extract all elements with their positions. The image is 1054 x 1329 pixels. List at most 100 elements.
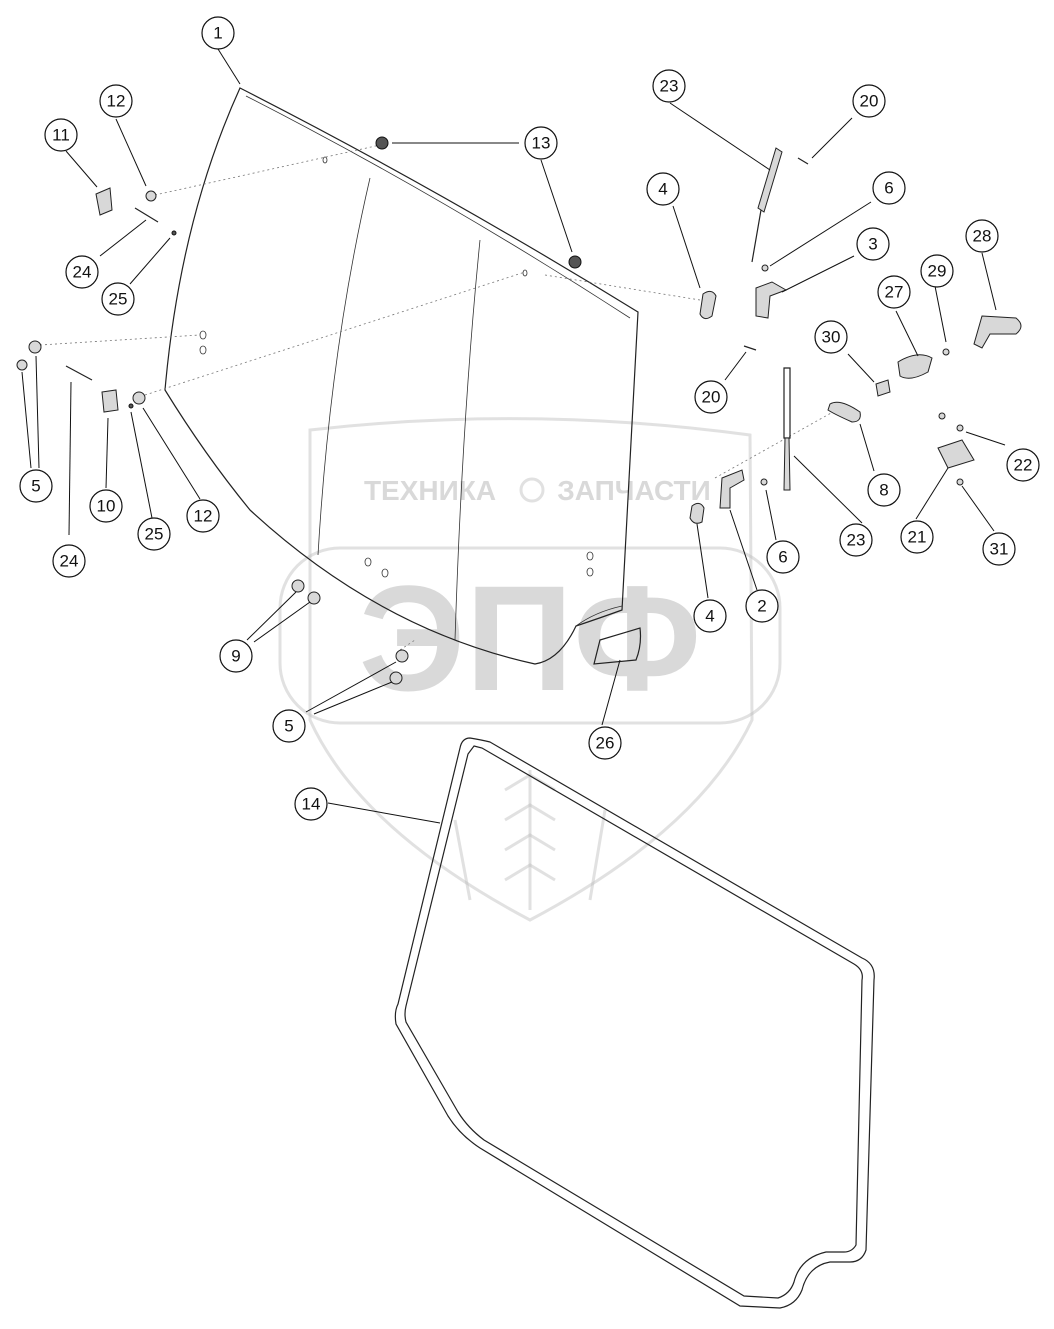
svg-text:25: 25: [145, 525, 164, 544]
svg-text:3: 3: [868, 235, 877, 254]
part-9-fasteners: [291, 579, 321, 605]
svg-text:26: 26: [596, 734, 615, 753]
part-3-hinge-bracket: [755, 281, 788, 319]
callout-6-lower: 6: [766, 540, 800, 574]
part-23-gas-strut-top: [751, 147, 783, 263]
part-31-nut: [956, 478, 964, 486]
callout-6-top: 6: [872, 171, 906, 205]
svg-text:9: 9: [231, 647, 240, 666]
callout-11: 11: [44, 118, 78, 152]
svg-text:20: 20: [702, 388, 721, 407]
part-13-grommets: [375, 136, 582, 269]
part-29-washer: [942, 348, 950, 356]
callout-22: 22: [1006, 448, 1040, 482]
svg-text:8: 8: [879, 481, 888, 500]
svg-text:6: 6: [884, 179, 893, 198]
leader-lines: [21, 48, 1006, 824]
svg-text:12: 12: [107, 92, 126, 111]
callout-23-top: 23: [652, 69, 686, 103]
callout-14: 14: [294, 787, 328, 821]
svg-text:25: 25: [109, 290, 128, 309]
part-22-screw: [938, 412, 964, 432]
callout-20-mid: 20: [694, 380, 728, 414]
svg-text:29: 29: [928, 262, 947, 281]
svg-text:13: 13: [532, 134, 551, 153]
svg-text:23: 23: [660, 77, 679, 96]
watermark-logo: ТЕХНИКА ЗАПЧАСТИ ЭПФ: [278, 417, 782, 922]
callout-5-left: 5: [19, 469, 53, 503]
svg-text:4: 4: [705, 607, 714, 626]
callout-25-top: 25: [101, 282, 135, 316]
part-11-clip: [95, 187, 113, 216]
svg-text:12: 12: [194, 507, 213, 526]
svg-text:1: 1: [213, 24, 222, 43]
part-2-hinge-bracket: [719, 469, 745, 509]
callout-29: 29: [920, 254, 954, 288]
part-5-fasteners-lower: [389, 649, 409, 685]
part-12-washer-left: [132, 391, 146, 405]
part-10-clip: [101, 389, 119, 413]
callout-24-top: 24: [65, 255, 99, 289]
part-8-plate: [827, 401, 861, 423]
part-28-handle: [973, 315, 1022, 349]
svg-text:24: 24: [60, 552, 79, 571]
callouts: 1 2 3 4 4 5 5 6 6 8 9 10 11 12 12 13 14 …: [19, 16, 1040, 821]
callout-31: 31: [982, 532, 1016, 566]
callout-26: 26: [588, 726, 622, 760]
callout-8: 8: [867, 473, 901, 507]
part-25-dot-top: [171, 230, 177, 236]
callout-30: 30: [814, 320, 848, 354]
svg-text:14: 14: [302, 795, 321, 814]
callout-25-left: 25: [137, 517, 171, 551]
part-6-fitting-lower: [760, 478, 768, 486]
svg-text:28: 28: [973, 227, 992, 246]
svg-text:10: 10: [97, 497, 116, 516]
part-20-pin-top: [797, 157, 809, 165]
svg-text:5: 5: [284, 717, 293, 736]
part-4-plate-top: [699, 290, 717, 320]
windshield-glass: [164, 87, 639, 665]
callout-20-top: 20: [852, 84, 886, 118]
svg-text:22: 22: [1014, 456, 1033, 475]
callout-27: 27: [877, 275, 911, 309]
assembly-guide-lines: [39, 144, 841, 651]
svg-text:30: 30: [822, 328, 841, 347]
watermark-logo-text: ЭПФ: [359, 554, 702, 722]
callout-13: 13: [524, 126, 558, 160]
watermark-tagline-right: ЗАПЧАСТИ: [557, 475, 710, 506]
part-5-fasteners-left: [16, 340, 42, 371]
part-20-pin-mid: [743, 345, 757, 351]
watermark-shield: [308, 417, 754, 922]
callout-4-lower: 4: [693, 599, 727, 633]
part-27-handle-base: [897, 354, 933, 379]
callout-4-top: 4: [646, 172, 680, 206]
part-24-pin-top: [134, 207, 159, 223]
svg-text:6: 6: [778, 548, 787, 567]
watermark-banner: [278, 546, 782, 725]
callout-10: 10: [89, 489, 123, 523]
part-23-gas-strut-lower: [783, 367, 791, 491]
window-seal: [394, 737, 875, 1309]
svg-text:2: 2: [757, 597, 766, 616]
watermark-wheat-icon: [453, 770, 607, 910]
part-21-latch: [937, 439, 975, 469]
part-25-dot-left: [128, 403, 134, 409]
part-12-washer-top: [145, 190, 157, 202]
callout-3: 3: [856, 227, 890, 261]
part-30-bushing: [875, 379, 891, 397]
callout-21: 21: [900, 520, 934, 554]
svg-text:27: 27: [885, 283, 904, 302]
callout-12-top: 12: [99, 84, 133, 118]
svg-text:31: 31: [990, 540, 1009, 559]
svg-text:21: 21: [908, 528, 927, 547]
svg-text:23: 23: [847, 531, 866, 550]
part-6-fitting-top: [761, 264, 769, 272]
callout-23-lower: 23: [839, 523, 873, 557]
callout-5-lower: 5: [272, 709, 306, 743]
callout-1: 1: [201, 16, 235, 50]
part-26-seal-patch: [593, 627, 642, 665]
part-4-plate-lower: [689, 502, 705, 524]
callout-24-left: 24: [52, 544, 86, 578]
callout-2: 2: [745, 589, 779, 623]
